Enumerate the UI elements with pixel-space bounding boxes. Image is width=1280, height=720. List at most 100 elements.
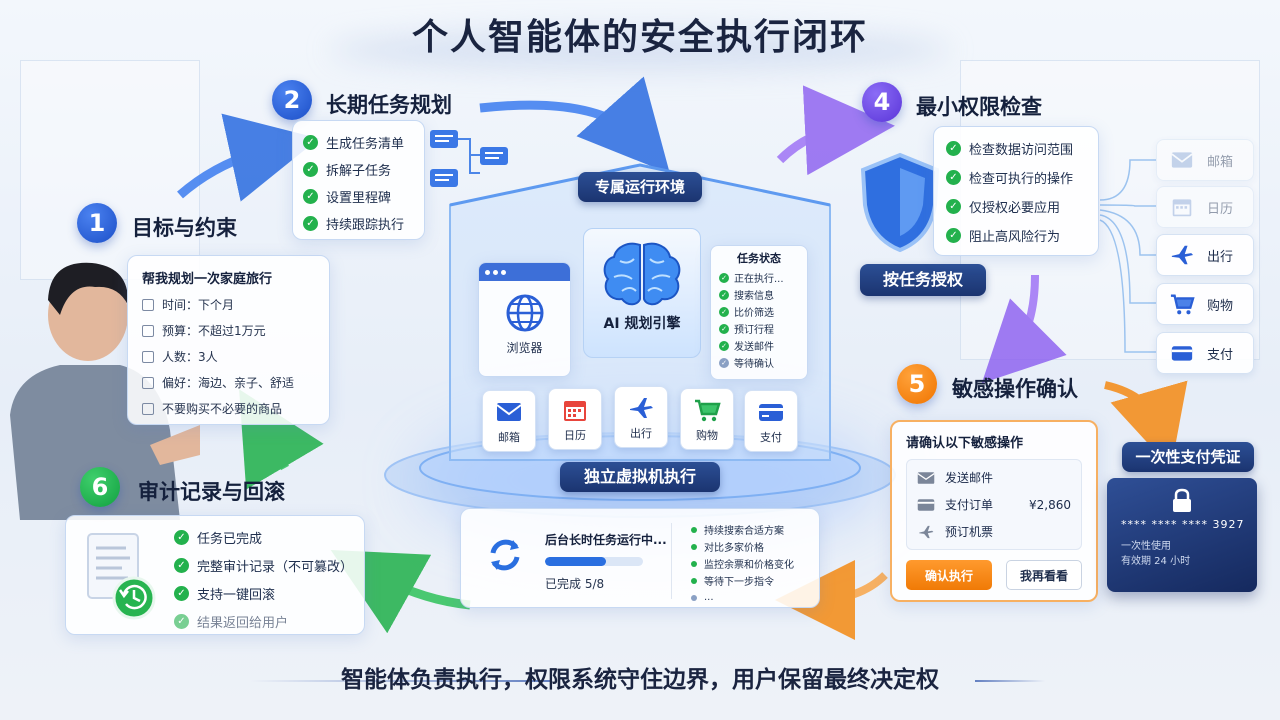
- arrow-bg-6: [330, 550, 471, 634]
- constraint-item[interactable]: 偏好：海边、亲子、舒适: [142, 374, 315, 391]
- card-validity: 有效期 24 小时: [1121, 556, 1191, 567]
- mail-icon: [917, 471, 935, 484]
- checkbox[interactable]: [142, 350, 154, 363]
- checkbox[interactable]: [142, 324, 154, 337]
- app-travel[interactable]: 出行: [614, 386, 668, 448]
- step-4-title: 最小权限检查: [916, 95, 1042, 119]
- plane-icon: [919, 525, 934, 538]
- plan-card: ✓生成任务清单 ✓拆解子任务 ✓设置里程碑 ✓持续跟踪执行: [292, 120, 425, 240]
- brain-icon: [603, 242, 681, 306]
- sensitive-op-item: 支付订单 ¥2,860: [917, 491, 1071, 518]
- checkbox[interactable]: [142, 298, 154, 311]
- arrow-env-4: [776, 85, 895, 176]
- engine-label: AI 规划引擎: [603, 316, 681, 332]
- confirm-dialog: 请确认以下敏感操作 发送邮件 支付订单 ¥2,860 预订机票 确认执行 我再看…: [890, 420, 1098, 602]
- payment-card: **** **** **** 3927 一次性使用 有效期 24 小时: [1107, 478, 1257, 592]
- step-5-number: 5: [897, 364, 937, 404]
- step-2-number: 2: [272, 80, 312, 120]
- background-task-list: 持续搜索合适方案 对比多家价格 监控余票和价格变化 等待下一步指令 ...: [691, 521, 794, 606]
- plane-icon: [630, 398, 653, 418]
- right-app-shopping[interactable]: 购物: [1156, 283, 1254, 325]
- sensitive-ops-list: 发送邮件 支付订单 ¥2,860 预订机票: [906, 459, 1082, 550]
- browser-titlebar: [479, 263, 570, 281]
- arrow-1-2: [177, 113, 319, 202]
- task-tree-icon: [430, 130, 508, 187]
- task-status-panel: 任务状态 ✓正在执行... ✓搜索信息 ✓比价筛选 ✓预订行程 ✓发送邮件 ✓等…: [710, 245, 808, 380]
- browser-window[interactable]: 浏览器: [478, 262, 571, 377]
- permission-item: ✓仅授权必要应用: [946, 197, 1086, 216]
- lock-icon: [1173, 488, 1191, 512]
- step-1-title: 目标与约束: [132, 216, 237, 240]
- check-icon: ✓: [174, 558, 189, 573]
- constraint-item[interactable]: 不要购买不必要的商品: [142, 400, 315, 417]
- constraint-item[interactable]: 人数：3人: [142, 348, 315, 365]
- browser-label: 浏览器: [506, 341, 543, 355]
- check-icon: ✓: [946, 228, 961, 243]
- plan-item: ✓持续跟踪执行: [303, 214, 414, 233]
- background-task-item: 持续搜索合适方案: [691, 521, 794, 538]
- title-glow: [330, 30, 950, 70]
- reconsider-button[interactable]: 我再看看: [1006, 560, 1082, 590]
- status-item: ✓等待确认: [719, 354, 799, 371]
- permission-item: ✓阻止高风险行为: [946, 226, 1086, 245]
- card-number: **** **** **** 3927: [1121, 518, 1245, 531]
- status-item: ✓搜索信息: [719, 286, 799, 303]
- app-payment[interactable]: 支付: [744, 390, 798, 452]
- right-app-mail[interactable]: 邮箱: [1156, 139, 1254, 181]
- payment-amount: ¥2,860: [1029, 497, 1071, 512]
- calendar-icon: [1172, 199, 1192, 217]
- constraint-item[interactable]: 时间：下个月: [142, 296, 315, 313]
- cart-icon: [695, 399, 721, 422]
- checkbox[interactable]: [142, 402, 154, 415]
- card-icon: [759, 404, 783, 421]
- step-4-number: 4: [862, 82, 902, 122]
- audit-list: ✓任务已完成 ✓完整审计记录（不可篡改） ✓支持一键回滚 ✓结果返回给用户: [174, 528, 353, 631]
- check-icon: ✓: [946, 141, 961, 156]
- calendar-icon: [564, 401, 586, 421]
- check-icon: ✓: [174, 586, 189, 601]
- arrow-4-5: [981, 274, 1067, 384]
- right-app-travel[interactable]: 出行: [1156, 234, 1254, 276]
- cart-icon: [1170, 294, 1195, 315]
- goal-card-title: 帮我规划一次家庭旅行: [142, 272, 273, 287]
- check-icon: ✓: [303, 162, 318, 177]
- document-icon: [87, 533, 156, 620]
- progress-bar: [545, 557, 643, 566]
- refresh-icon: [490, 539, 520, 571]
- right-app-calendar[interactable]: 日历: [1156, 186, 1254, 228]
- check-icon: ✓: [174, 614, 189, 629]
- card-usage: 一次性使用: [1121, 541, 1171, 552]
- status-item: ✓预订行程: [719, 320, 799, 337]
- app-shopping[interactable]: 购物: [680, 388, 734, 450]
- card-icon: [1171, 346, 1193, 361]
- goal-card: 帮我规划一次家庭旅行 时间：下个月 预算：不超过1万元 人数：3人 偏好：海边、…: [127, 255, 330, 425]
- app-mail[interactable]: 邮箱: [482, 390, 536, 452]
- check-icon: ✓: [174, 530, 189, 545]
- arrow-5-bg: [775, 559, 888, 640]
- progress-text: 已完成 5/8: [545, 577, 605, 591]
- env-bottom-label: 独立虚拟机执行: [560, 462, 720, 492]
- background-task-item: 等待下一步指令: [691, 572, 794, 589]
- background-task-item: 监控余票和价格变化: [691, 555, 794, 572]
- status-item: ✓正在执行...: [719, 269, 799, 286]
- globe-icon: [506, 294, 543, 332]
- plan-item: ✓生成任务清单: [303, 133, 414, 152]
- confirm-execute-button[interactable]: 确认执行: [906, 560, 992, 590]
- arrow-2-env: [479, 76, 670, 174]
- background-task-item: ...: [691, 589, 794, 606]
- app-calendar[interactable]: 日历: [548, 388, 602, 450]
- right-app-payment[interactable]: 支付: [1156, 332, 1254, 374]
- arrow-6-1: [239, 389, 324, 490]
- check-icon: ✓: [946, 199, 961, 214]
- progress-fill: [545, 557, 607, 566]
- checkbox[interactable]: [142, 376, 154, 389]
- plane-icon: [1171, 245, 1194, 265]
- background-task-title: 后台长时任务运行中...: [545, 533, 667, 547]
- sensitive-op-item: 预订机票: [917, 518, 1071, 545]
- audit-item[interactable]: ✓支持一键回滚: [174, 584, 353, 603]
- constraint-item[interactable]: 预算：不超过1万元: [142, 322, 315, 339]
- audit-card: ✓任务已完成 ✓完整审计记录（不可篡改） ✓支持一键回滚 ✓结果返回给用户: [65, 515, 365, 635]
- mail-icon: [496, 403, 522, 421]
- permission-card: ✓检查数据访问范围 ✓检查可执行的操作 ✓仅授权必要应用 ✓阻止高风险行为: [933, 126, 1099, 256]
